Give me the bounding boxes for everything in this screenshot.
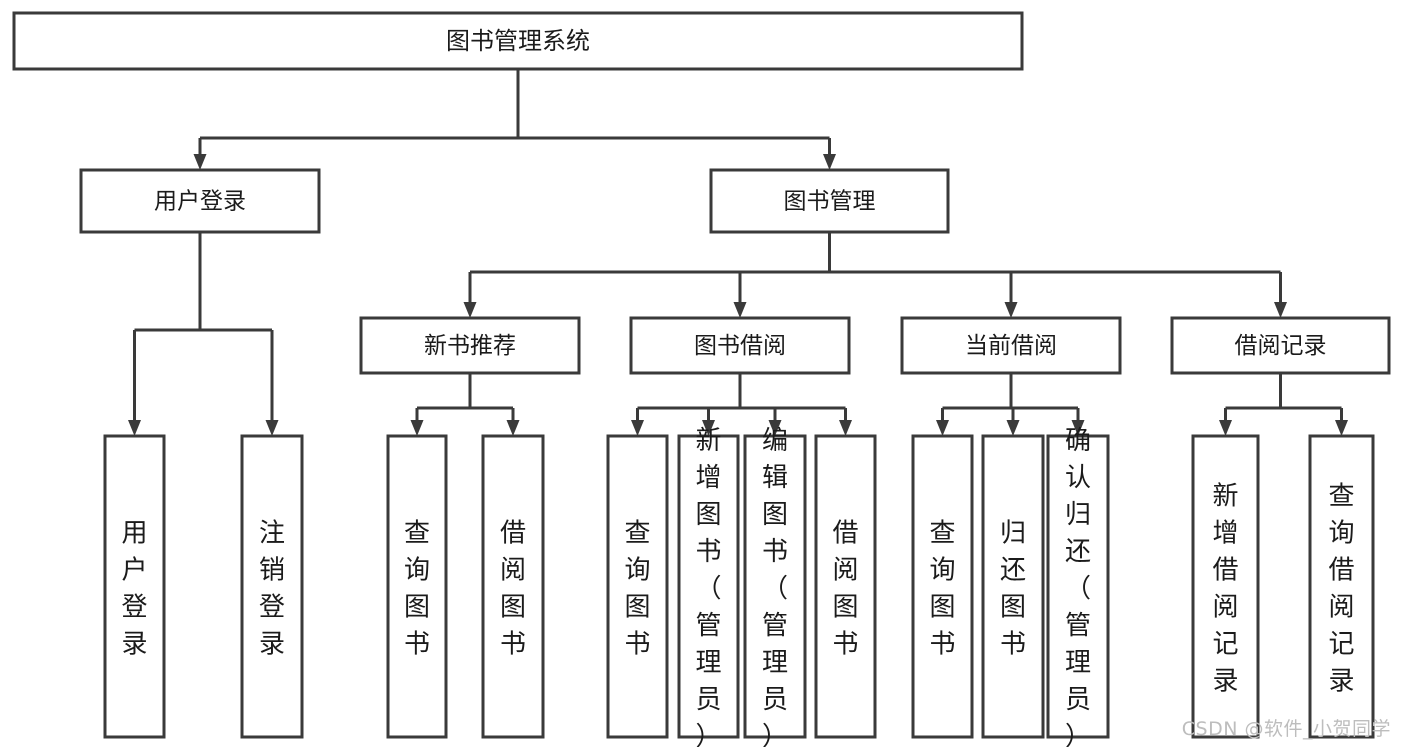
node-leaf-logout-login-rect: [240, 434, 304, 739]
node-leaf-add-book[interactable]: 新增图书（管理员）: [677, 426, 740, 747]
user-login-to-leaves-arrow-0: [128, 420, 141, 436]
borrow-record-to-leaves-arrow-1: [1335, 420, 1348, 436]
node-leaf-query-book-2[interactable]: 查询图书: [606, 434, 669, 739]
node-book-manage[interactable]: 图书管理: [709, 168, 950, 234]
node-leaf-query-record-rect: [1308, 434, 1375, 739]
node-leaf-query-book-3-label: 查询图书: [929, 518, 955, 659]
node-new-book-rec[interactable]: 新书推荐: [359, 316, 581, 375]
node-user-login[interactable]: 用户登录: [79, 168, 321, 234]
root-to-level2-arrow-0: [193, 154, 207, 170]
node-leaf-query-book-1[interactable]: 查询图书: [386, 434, 448, 739]
node-leaf-borrow-book-1-rect: [481, 434, 545, 739]
current-borrow-to-leaves-arrow-0: [936, 420, 949, 436]
node-leaf-borrow-book-2-rect: [814, 434, 877, 739]
book-borrow-to-leaves-arrow-2: [768, 420, 782, 436]
node-leaf-add-record-label: 新增借阅记录: [1212, 481, 1238, 696]
node-boxes: 图书管理系统用户登录图书管理新书推荐图书借阅当前借阅借阅记录用户登录注销登录查询…: [12, 11, 1391, 747]
node-book-manage-label: 图书管理: [784, 189, 876, 215]
node-leaf-confirm-return-label: 确认归还（管理员）: [1065, 426, 1091, 747]
book-borrow-to-leaves-arrow-3: [839, 420, 852, 436]
node-leaf-query-book-3[interactable]: 查询图书: [911, 434, 974, 739]
connector-edges: [128, 69, 1348, 436]
node-leaf-add-book-label: 新增图书（管理员）: [695, 426, 721, 747]
node-book-manage-rect: [709, 168, 950, 234]
new-book-rec-to-leaves-arrow-1: [506, 420, 520, 436]
root-to-level2-arrow-1: [823, 154, 836, 170]
node-leaf-borrow-book-1[interactable]: 借阅图书: [481, 434, 545, 739]
node-leaf-borrow-book-2-label: 借阅图书: [832, 518, 858, 659]
book-manage-to-level3-arrow-0: [463, 302, 477, 318]
node-leaf-query-book-2-rect: [606, 434, 669, 739]
node-leaf-logout-login-label: 注销登录: [259, 518, 285, 659]
node-root-rect: [12, 11, 1024, 71]
node-leaf-add-book-rect: [677, 434, 740, 739]
node-root-label: 图书管理系统: [446, 27, 590, 55]
node-leaf-user-login-rect: [103, 434, 166, 739]
node-borrow-record[interactable]: 借阅记录: [1170, 316, 1391, 375]
book-manage-to-level3-arrow-3: [1274, 302, 1287, 318]
node-user-login-rect: [79, 168, 321, 234]
node-new-book-rec-rect: [359, 316, 581, 375]
node-leaf-borrow-book-1-label: 借阅图书: [500, 518, 526, 659]
node-borrow-record-label: 借阅记录: [1235, 333, 1327, 359]
current-borrow-to-leaves-arrow-1: [1006, 420, 1020, 436]
node-borrow-record-rect: [1170, 316, 1391, 375]
node-leaf-query-book-2-label: 查询图书: [624, 518, 650, 659]
node-leaf-confirm-return-rect: [1046, 434, 1110, 739]
node-leaf-edit-book-rect: [743, 434, 807, 739]
node-leaf-query-record[interactable]: 查询借阅记录: [1308, 434, 1375, 739]
node-current-borrow-label: 当前借阅: [965, 333, 1057, 359]
node-leaf-edit-book-label: 编辑图书（管理员）: [762, 426, 788, 747]
node-leaf-logout-login[interactable]: 注销登录: [240, 434, 304, 739]
new-book-rec-to-leaves-arrow-0: [410, 420, 424, 436]
node-book-borrow-label: 图书借阅: [694, 333, 786, 359]
node-leaf-return-book-rect: [981, 434, 1045, 739]
node-leaf-query-book-1-rect: [386, 434, 448, 739]
node-current-borrow-rect: [900, 316, 1122, 375]
current-borrow-to-leaves-arrow-2: [1071, 420, 1085, 436]
node-leaf-return-book[interactable]: 归还图书: [981, 434, 1045, 739]
node-leaf-add-record-rect: [1191, 434, 1260, 739]
node-leaf-edit-book[interactable]: 编辑图书（管理员）: [743, 426, 807, 747]
node-leaf-user-login-label: 用户登录: [121, 518, 147, 659]
node-book-borrow[interactable]: 图书借阅: [629, 316, 851, 375]
node-leaf-query-book-1-label: 查询图书: [404, 518, 430, 659]
book-borrow-to-leaves-arrow-0: [631, 420, 644, 436]
node-current-borrow[interactable]: 当前借阅: [900, 316, 1122, 375]
node-user-login-label: 用户登录: [154, 189, 246, 215]
node-leaf-query-record-label: 查询借阅记录: [1328, 481, 1354, 696]
node-leaf-add-record[interactable]: 新增借阅记录: [1191, 434, 1260, 739]
book-borrow-to-leaves-arrow-1: [702, 420, 715, 436]
node-leaf-user-login[interactable]: 用户登录: [103, 434, 166, 739]
book-manage-to-level3-arrow-2: [1004, 302, 1018, 318]
node-leaf-borrow-book-2[interactable]: 借阅图书: [814, 434, 877, 739]
node-root[interactable]: 图书管理系统: [12, 11, 1024, 71]
borrow-record-to-leaves-arrow-0: [1219, 420, 1232, 436]
node-book-borrow-rect: [629, 316, 851, 375]
node-leaf-return-book-label: 归还图书: [1000, 518, 1026, 659]
node-new-book-rec-label: 新书推荐: [424, 333, 516, 359]
node-leaf-confirm-return[interactable]: 确认归还（管理员）: [1046, 426, 1110, 747]
user-login-to-leaves-arrow-1: [265, 420, 279, 436]
node-leaf-query-book-3-rect: [911, 434, 974, 739]
book-manage-to-level3-arrow-1: [733, 302, 747, 318]
